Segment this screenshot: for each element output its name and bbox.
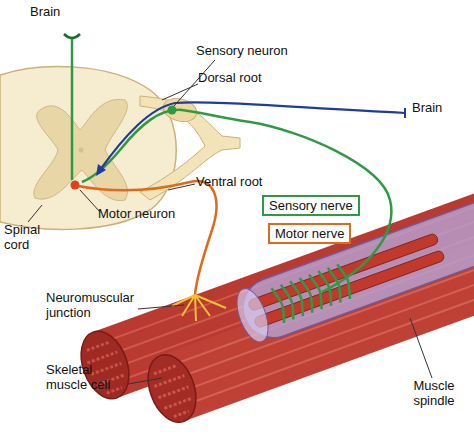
- spinal-cord: [0, 67, 176, 230]
- leader-lines-part: [138, 305, 184, 309]
- nerve-label: Sensory nerve: [269, 198, 353, 213]
- muscle-spindle-part: [271, 263, 354, 323]
- nerve-label-box: Motor nerve: [268, 223, 351, 244]
- muscle-cylinder-part: [150, 364, 196, 419]
- ascending-tract-part: [100, 102, 405, 170]
- leader-lines-part: [80, 190, 100, 212]
- sensory-neuron-path-part: [168, 106, 177, 115]
- leader-lines-part: [28, 205, 42, 222]
- motor-neuron-path-part: [71, 181, 80, 190]
- leader-lines-part: [128, 378, 162, 384]
- part-label: Ventral root: [196, 174, 263, 189]
- muscle-spindle: [230, 191, 474, 348]
- nerve-label: Motor nerve: [275, 226, 344, 241]
- muscle-spindle-part: [254, 250, 446, 329]
- part-label: Sensory neuron: [196, 43, 288, 58]
- nerve-label-box: Sensory nerve: [262, 195, 360, 216]
- part-label: Muscle spindle: [402, 378, 466, 408]
- leader-lines-part: [162, 84, 198, 100]
- muscle-spindle-part: [231, 285, 275, 347]
- sensory-neuron-path-part: [64, 34, 80, 38]
- sensory-neuron-path: [64, 34, 391, 292]
- part-label: Dorsal root: [198, 70, 262, 85]
- sensory-neuron-path-part: [71, 38, 74, 180]
- part-label: Spinal cord: [4, 222, 49, 252]
- part-label: Motor neuron: [98, 206, 175, 221]
- ascending-tract-part: [96, 164, 106, 176]
- muscle-spindle-part: [235, 191, 474, 347]
- part-label: Neuromuscular junction: [46, 290, 146, 320]
- ascending-tract: [96, 102, 405, 176]
- leader-lines: [28, 60, 432, 384]
- sensory-neuron-path-part: [82, 110, 391, 292]
- part-label: Skeletal muscle cell: [46, 362, 126, 392]
- motor-neuron-path-part: [172, 295, 226, 321]
- muscle-cylinder-part: [139, 348, 204, 429]
- leader-lines-part: [410, 318, 432, 378]
- ascending-tract-part: [404, 108, 406, 118]
- leader-lines-part: [168, 184, 195, 190]
- spinal-cord-part: [0, 67, 176, 230]
- part-label: Brain: [412, 100, 442, 115]
- spinal-cord-part: [79, 148, 84, 153]
- motor-neuron-path-part: [78, 181, 216, 295]
- part-label: Brain: [30, 4, 60, 19]
